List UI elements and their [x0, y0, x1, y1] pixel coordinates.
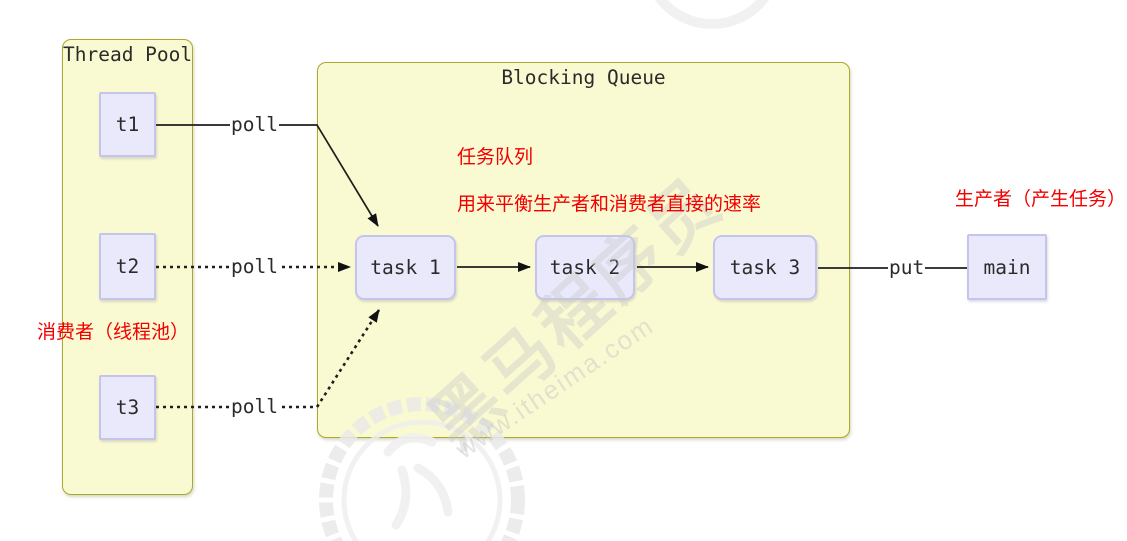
task-node-1: task 1 — [355, 235, 456, 300]
poll-label-t3: poll — [230, 395, 279, 418]
thread-node-t1-label: t1 — [115, 113, 140, 136]
thread-node-t3: t3 — [99, 375, 156, 440]
poll-label-t2: poll — [230, 255, 279, 278]
put-label: put — [888, 256, 926, 279]
main-node-label: main — [983, 255, 1031, 279]
task-node-1-label: task 1 — [370, 256, 441, 279]
main-node: main — [967, 234, 1047, 300]
thread-node-t2: t2 — [99, 233, 156, 300]
thread-node-t3-label: t3 — [115, 396, 140, 419]
poll-label-t1: poll — [230, 113, 279, 136]
thread-node-t2-label: t2 — [115, 255, 140, 278]
task-node-2-label: task 2 — [549, 256, 621, 279]
blocking-queue-title: Blocking Queue — [501, 66, 666, 89]
queue-note-line2: 用来平衡生产者和消费者直接的速率 — [457, 194, 762, 215]
thread-pool-title: Thread Pool — [63, 43, 193, 66]
producer-annotation: 生产者（产生任务） — [955, 189, 1127, 210]
consumer-annotation: 消费者（线程池） — [37, 322, 190, 343]
task-node-2: task 2 — [535, 235, 635, 300]
thread-node-t1: t1 — [99, 92, 156, 157]
queue-note-line1: 任务队列 — [457, 147, 534, 168]
task-node-3-label: task 3 — [729, 256, 801, 279]
task-node-3: task 3 — [713, 235, 817, 300]
